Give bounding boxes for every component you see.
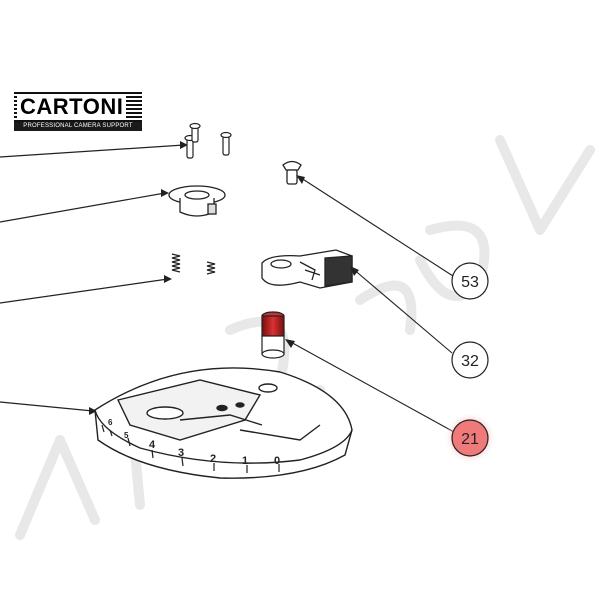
callout-leaders	[286, 175, 455, 433]
callout-21-highlighted: 21	[444, 412, 496, 464]
brand-tagline: PROFESSIONAL CAMERA SUPPORT	[14, 122, 142, 131]
scale-ticks	[101, 424, 280, 473]
pin-part-21-highlighted	[261, 311, 285, 359]
scale-label: 4	[149, 439, 156, 451]
spring-parts	[171, 253, 216, 275]
scale-label: 6	[108, 418, 113, 427]
callout-32-label: 32	[461, 353, 479, 370]
callout-21-label: 21	[461, 431, 479, 448]
scale-labels: 6 5 4 3 2 1 0	[108, 418, 280, 467]
screw-parts	[184, 122, 232, 159]
scale-label: 5	[124, 431, 129, 440]
scale-label: 0	[274, 455, 280, 467]
lever-part-32	[261, 249, 353, 289]
watermark	[15, 135, 595, 540]
callout-arrowheads	[285, 175, 359, 348]
countersunk-screw-53	[282, 160, 302, 185]
leader-lines-left	[0, 144, 185, 412]
scale-label: 2	[210, 453, 216, 465]
scale-label: 1	[242, 455, 248, 467]
callout-32: 32	[451, 341, 489, 379]
callout-53-label: 53	[461, 274, 479, 291]
leader-arrowheads	[89, 141, 188, 415]
brand-name: CARTONI	[17, 96, 127, 118]
base-plate	[94, 367, 353, 479]
callout-53: 53	[451, 262, 489, 300]
cartoni-logo: CARTONI PROFESSIONAL CAMERA SUPPORT	[14, 92, 142, 134]
flange-bushing	[168, 185, 226, 217]
scale-label: 3	[178, 447, 184, 459]
